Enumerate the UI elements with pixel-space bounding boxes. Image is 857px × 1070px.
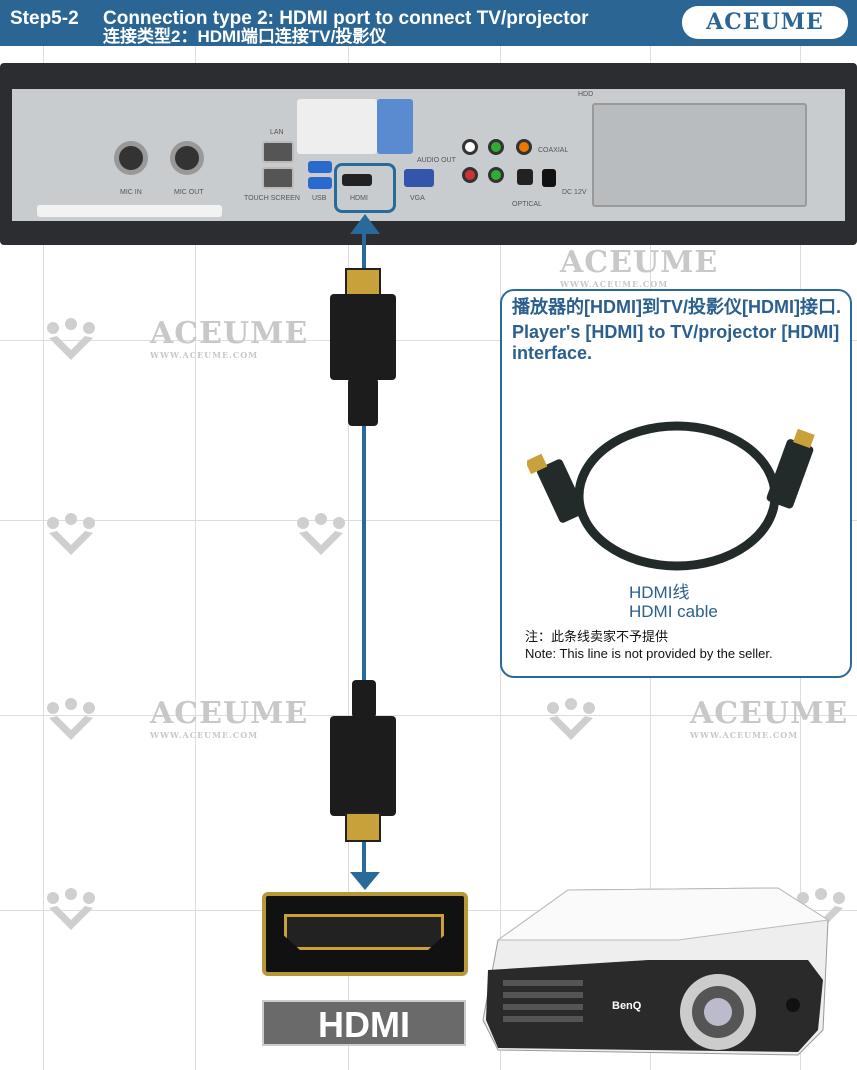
port-label: LAN xyxy=(270,129,284,136)
hdmi-label: HDMI xyxy=(262,1000,466,1046)
cable-label-cn: HDMI线 xyxy=(629,583,690,602)
touch-screen-port xyxy=(262,167,294,189)
note-en: Note: This line is not provided by the s… xyxy=(525,646,773,661)
hdmi-cable xyxy=(362,228,366,880)
hdmi-port-highlight xyxy=(334,163,396,213)
port-label: AUDIO OUT xyxy=(417,157,456,164)
header-banner: Step5-2 Connection type 2: HDMI port to … xyxy=(0,0,857,46)
step-label: Step5-2 xyxy=(10,8,79,29)
coaxial-jack xyxy=(516,139,532,155)
arrow-up-icon xyxy=(350,214,380,234)
cable-label-en: HDMI cable xyxy=(629,602,718,621)
port-label: VGA xyxy=(410,195,425,202)
media-player-rear-panel: MIC IN MIC OUT LAN TOUCH SCREEN USB HDMI… xyxy=(0,63,857,245)
port-label: HDD xyxy=(578,91,594,98)
callout-footer: HDMI线 HDMI cable 注：此条线卖家不予提供 Note: This … xyxy=(502,583,850,662)
port-label: USB xyxy=(312,195,327,202)
hdmi-plug-top xyxy=(330,294,396,380)
lan-port xyxy=(262,141,294,163)
mic-out-jack xyxy=(170,141,204,175)
port-label: HDMI xyxy=(350,195,368,202)
port-label: DC 12V xyxy=(562,189,587,196)
hdmi-plug-tip-top xyxy=(345,268,381,296)
callout-heading-cn: 播放器的[HDMI]到TV/投影仪[HDMI]接口. xyxy=(512,297,841,317)
hdmi-port-small xyxy=(342,174,372,186)
arrow-down-icon xyxy=(350,872,380,890)
callout-heading: 播放器的[HDMI]到TV/投影仪[HDMI]接口. Player's [HDM… xyxy=(512,297,848,364)
info-callout: 播放器的[HDMI]到TV/投影仪[HDMI]接口. Player's [HDM… xyxy=(500,289,852,678)
audio-r-jack xyxy=(462,167,478,183)
usb-port xyxy=(308,161,332,173)
audio-l-jack xyxy=(462,139,478,155)
spec-sticker xyxy=(297,99,377,154)
mic-in-jack xyxy=(114,141,148,175)
hdmi-plug-bottom xyxy=(330,716,396,816)
hdmi-plug-tip-bottom xyxy=(345,812,381,842)
hdmi-cable-photo xyxy=(527,421,815,571)
projector-brand: BenQ xyxy=(612,1000,642,1012)
port-label: TOUCH SCREEN xyxy=(244,195,300,202)
usb-port xyxy=(308,177,332,189)
port-label: MIC IN xyxy=(120,189,142,196)
panel-plate: MIC IN MIC OUT LAN TOUCH SCREEN USB HDMI… xyxy=(12,89,845,221)
strain-relief-bottom xyxy=(352,680,376,718)
brand-logo: ACEUME xyxy=(682,6,848,39)
strain-relief-top xyxy=(348,378,378,426)
projector-image xyxy=(482,887,830,1056)
hdd-bay xyxy=(592,103,807,207)
note-cn: 注：此条线卖家不予提供 xyxy=(525,630,669,645)
callout-heading-en: Player's [HDMI] to TV/projector [HDMI] i… xyxy=(512,322,840,363)
title-en: Connection type 2: HDMI port to connect … xyxy=(103,8,589,29)
dc-power-port xyxy=(542,169,556,187)
hdmi-socket xyxy=(284,914,444,950)
port-label: OPTICAL xyxy=(512,201,542,208)
component-jack xyxy=(488,139,504,155)
qr-sticker xyxy=(377,99,413,154)
port-label: MIC OUT xyxy=(174,189,204,196)
barcode-stickers xyxy=(37,205,222,217)
port-label: COAXIAL xyxy=(538,147,569,154)
optical-port xyxy=(517,169,533,185)
vga-port xyxy=(404,169,434,187)
title-cn: 连接类型2：HDMI端口连接TV/投影仪 xyxy=(103,27,387,46)
component-jack xyxy=(488,167,504,183)
hdmi-port-closeup xyxy=(262,892,468,976)
